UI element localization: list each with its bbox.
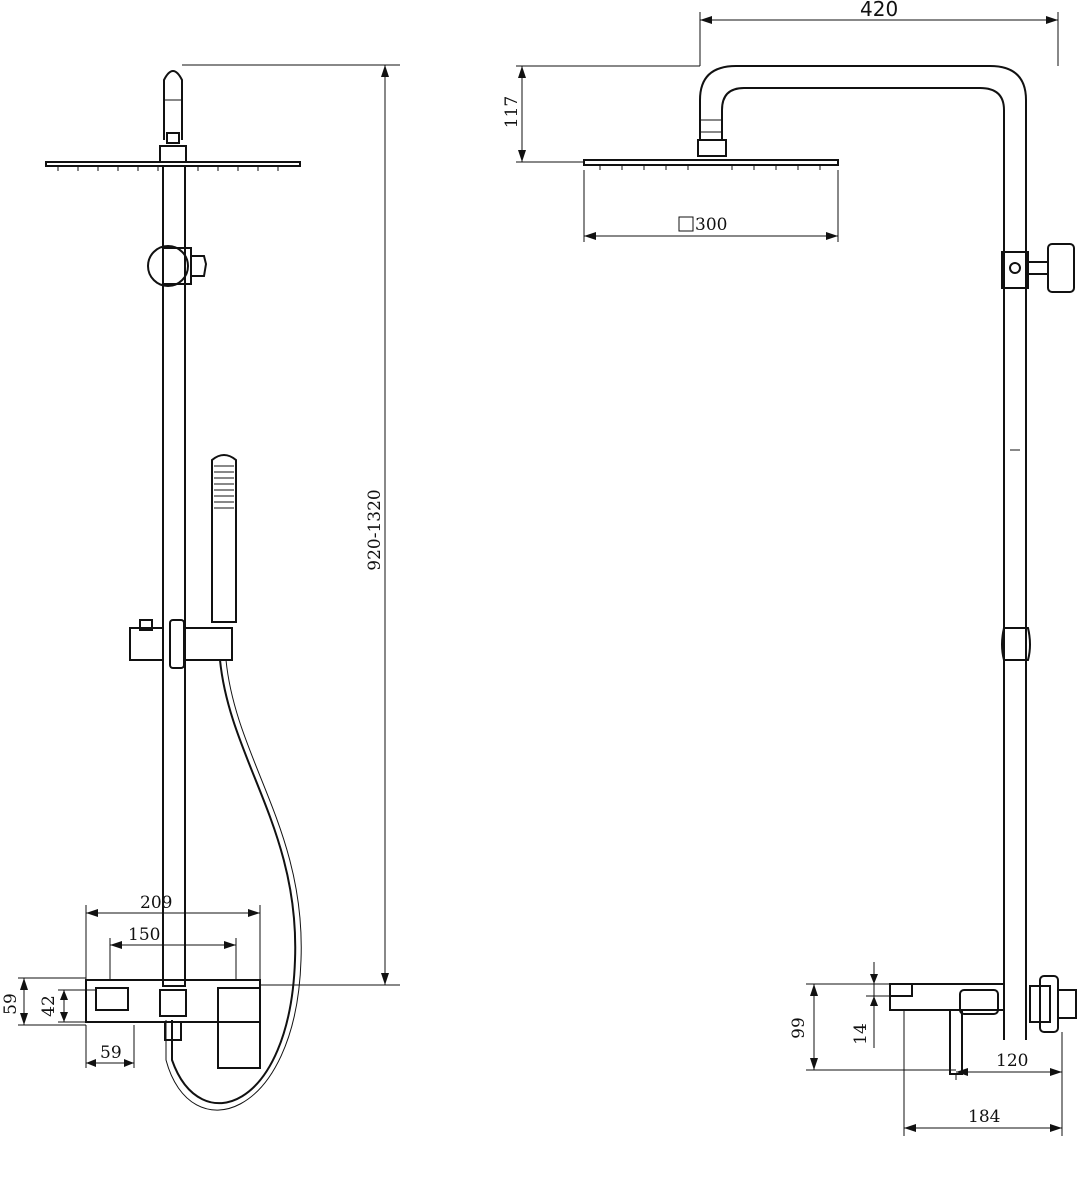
- front-rain-head-nozzles: [57, 166, 279, 171]
- side-rain-head: [583, 159, 839, 166]
- front-dim-height-label: 920-1320: [365, 489, 385, 570]
- side-dim-300-label: 300: [695, 215, 727, 235]
- front-dim-42-label: 42: [39, 995, 59, 1017]
- square-symbol-icon: [678, 216, 694, 232]
- front-dim-150-label: 150: [128, 925, 160, 945]
- side-shower-arm: [699, 65, 1027, 1040]
- side-head-mount: [697, 139, 727, 157]
- side-dim-184-label: 184: [968, 1107, 1000, 1127]
- front-mixer-handle: [217, 987, 261, 1069]
- front-dim-59h-label: 59: [100, 1043, 122, 1063]
- side-view: 420 117 300 99 14 12: [502, 0, 1077, 1136]
- front-dim-209-label: 209: [140, 893, 172, 913]
- side-dim-14-label: 14: [851, 1023, 871, 1045]
- front-hose-connector: [164, 1021, 182, 1041]
- front-view: 920-1320 209 150 59 42 59: [1, 64, 400, 1111]
- front-diverter-lever: [191, 255, 208, 277]
- front-diverter-body: [162, 247, 192, 285]
- side-dim-99-label: 99: [789, 1017, 809, 1039]
- front-dim-59v-label: 59: [1, 993, 21, 1015]
- side-lower-knob: [1057, 989, 1077, 1019]
- side-diverter-body: [1001, 251, 1029, 289]
- front-arm-connector: [166, 132, 180, 144]
- front-shower-arm: [163, 70, 183, 140]
- front-rain-head: [45, 161, 301, 167]
- side-diverter-stem: [1027, 261, 1049, 275]
- front-hand-shower-nozzles: [214, 465, 234, 509]
- front-mixer-center: [159, 989, 187, 1017]
- front-hand-shower: [211, 454, 237, 623]
- side-dim-420-label: 420: [860, 0, 898, 21]
- side-dim-117-label: 117: [502, 96, 522, 128]
- side-rain-head-nozzles: [599, 165, 821, 170]
- front-riser-pipe: [162, 165, 186, 987]
- side-spout: [889, 983, 913, 997]
- side-slider: [1001, 627, 1031, 661]
- side-dim-120-label: 120: [996, 1051, 1028, 1071]
- front-slider-bracket: [129, 627, 164, 661]
- front-spout-outlet: [95, 987, 129, 1011]
- front-hose: [171, 659, 297, 1105]
- side-mixer-handle: [949, 1009, 963, 1075]
- side-diverter-knob: [1047, 243, 1075, 293]
- front-head-mount: [159, 145, 187, 163]
- front-diverter-knob: [147, 245, 189, 287]
